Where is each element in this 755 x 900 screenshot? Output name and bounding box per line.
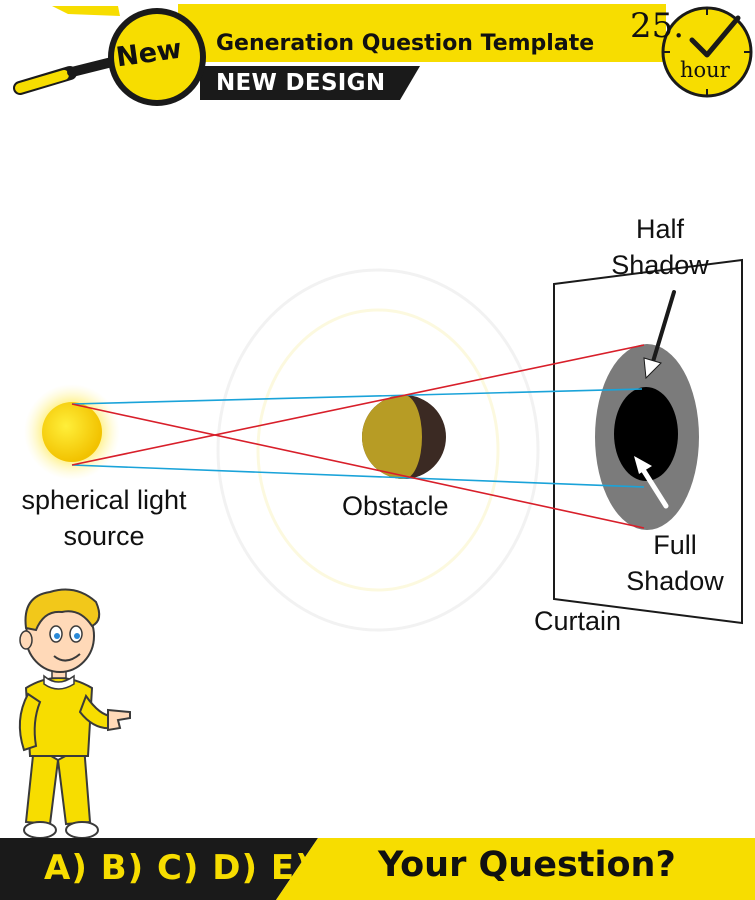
magnifier-icon xyxy=(13,8,206,106)
half-shadow-label: Half Shadow xyxy=(604,214,716,280)
clock-number: 25. xyxy=(630,6,685,46)
header-title: Generation Question Template xyxy=(216,31,595,56)
full-shadow-label-line1: Full xyxy=(653,530,697,560)
half-shadow-label-line2: Shadow xyxy=(611,249,709,280)
light-source xyxy=(42,402,102,462)
ray-blue-top xyxy=(71,388,643,405)
watermark xyxy=(216,268,540,632)
full-shadow-region xyxy=(614,387,678,481)
full-shadow-label: Full Shadow xyxy=(617,530,733,596)
clock-icon xyxy=(661,6,753,98)
light-rays xyxy=(71,344,645,529)
obstacle-sphere xyxy=(362,395,446,479)
header-graphic xyxy=(13,4,753,106)
light-source-label-line1: spherical light xyxy=(21,485,187,515)
header-streak xyxy=(52,6,120,16)
full-shadow-arrow xyxy=(634,456,669,509)
ray-red-down xyxy=(71,403,645,529)
header-black-band xyxy=(200,66,420,100)
question-text: Your Question? xyxy=(378,845,676,885)
header-yellow-band xyxy=(178,4,666,62)
half-shadow-arrow xyxy=(643,290,676,380)
light-source-label: spherical light source xyxy=(6,485,202,551)
ray-blue-bottom xyxy=(71,464,645,488)
full-shadow-label-line2: Shadow xyxy=(626,565,724,596)
header-subtitle: NEW DESIGN xyxy=(216,70,386,96)
obstacle-label: Obstacle xyxy=(342,491,449,521)
half-shadow-label-line1: Half xyxy=(635,214,684,244)
light-source-label-line2: source xyxy=(63,520,145,551)
answer-options[interactable]: A) B) C) D) E) xyxy=(44,848,312,888)
checkmark-icon xyxy=(689,15,741,58)
curtain-label: Curtain xyxy=(534,606,622,636)
ray-red-up xyxy=(71,344,645,466)
clock-unit: hour xyxy=(680,58,730,82)
